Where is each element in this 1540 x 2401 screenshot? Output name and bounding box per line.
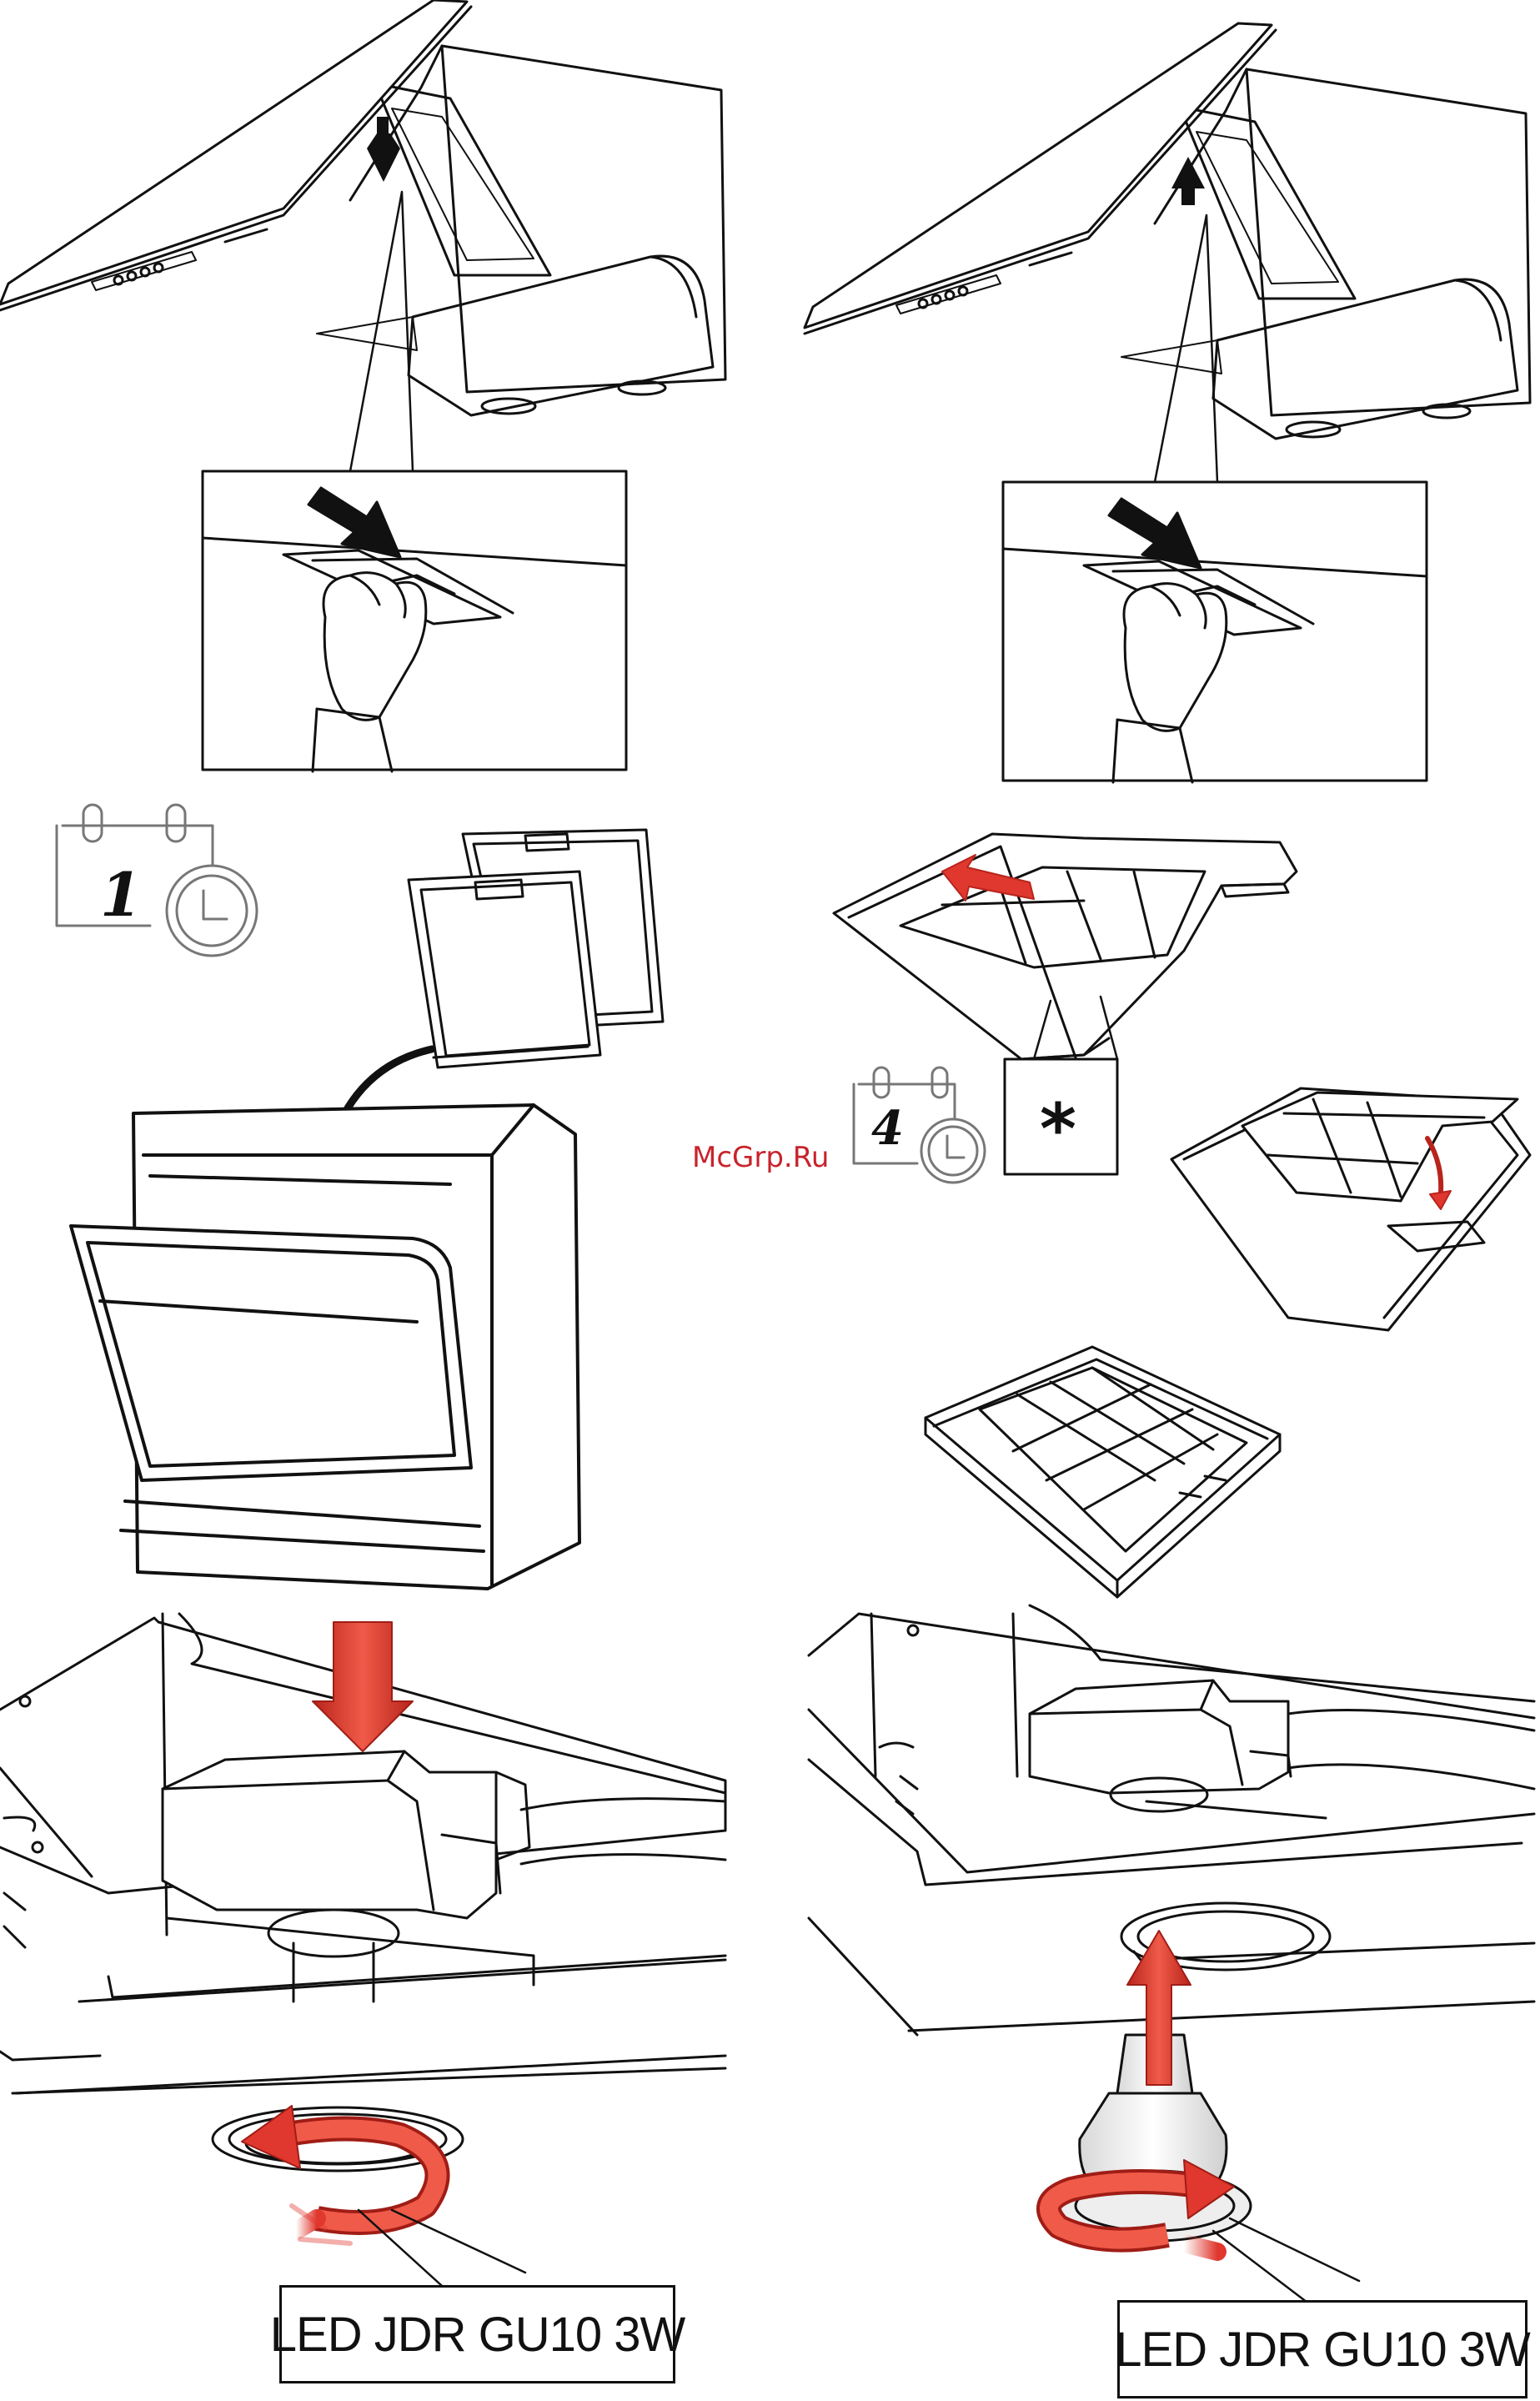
- carbon-filter-middle: [1171, 1088, 1530, 1330]
- detail-box-right: [1003, 482, 1427, 782]
- lamp-remove-label: LED JDR GU10 3W: [279, 2285, 675, 2383]
- lamp-removal-scene: [0, 1614, 725, 2293]
- carbon-filter-bottom: [926, 1347, 1280, 1597]
- grease-filters: [409, 830, 663, 1067]
- carbon-note-mark: *: [1040, 1088, 1076, 1170]
- interval-day-4: 4: [871, 1101, 904, 1156]
- lamp-install-label: LED JDR GU10 3W: [1117, 2300, 1527, 2398]
- lamp-install-scene: [809, 1605, 1534, 2314]
- interval-day-1: 1: [100, 859, 142, 930]
- calendar-clock-icon: [57, 805, 257, 956]
- hood-open-panel-left: [0, 0, 725, 471]
- watermark: McGrp.Ru: [692, 1141, 829, 1174]
- detail-box-left: [203, 471, 626, 771]
- dishwasher: [71, 1105, 579, 1589]
- hood-open-panel-right: [805, 23, 1530, 482]
